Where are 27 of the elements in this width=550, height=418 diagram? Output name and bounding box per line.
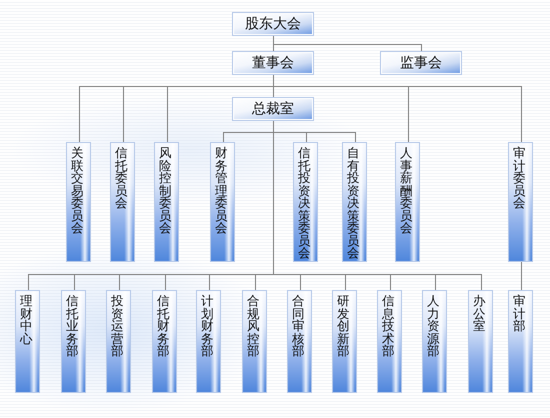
org-box: 信托投资决策委员会 xyxy=(293,142,318,262)
connector-line xyxy=(273,74,522,142)
org-box: 总裁室 xyxy=(232,97,314,121)
org-box: 计划财务部 xyxy=(196,290,221,393)
org-box: 股东大会 xyxy=(232,12,314,36)
org-box: 人力资源部 xyxy=(422,290,447,393)
org-box: 办公室 xyxy=(468,290,493,393)
org-box: 董事会 xyxy=(232,51,314,75)
org-box: 合同审核部 xyxy=(287,290,312,393)
org-box: 监事会 xyxy=(380,51,462,75)
org-box: 关联交易委员会 xyxy=(66,142,91,262)
org-box: 信托财务部 xyxy=(152,290,177,393)
connector-line xyxy=(273,36,422,52)
org-box: 人事薪酬委员会 xyxy=(395,142,420,262)
org-box: 风险控制委员会 xyxy=(154,142,179,262)
connector-line xyxy=(521,262,522,290)
org-box: 投资运营部 xyxy=(106,290,131,393)
org-box: 自有投资决策委员会 xyxy=(342,142,367,262)
org-box: 财务管理委员会 xyxy=(210,142,235,262)
org-box: 研发创新部 xyxy=(332,290,357,393)
org-box: 信托委员会 xyxy=(110,142,135,262)
org-box: 审计部 xyxy=(508,290,533,393)
org-box: 审计委员会 xyxy=(508,142,533,262)
org-box: 信托业务部 xyxy=(61,290,86,393)
org-box: 信息技术部 xyxy=(377,290,402,393)
org-box: 理财中心 xyxy=(15,290,40,393)
org-box: 合规风控部 xyxy=(242,290,267,393)
